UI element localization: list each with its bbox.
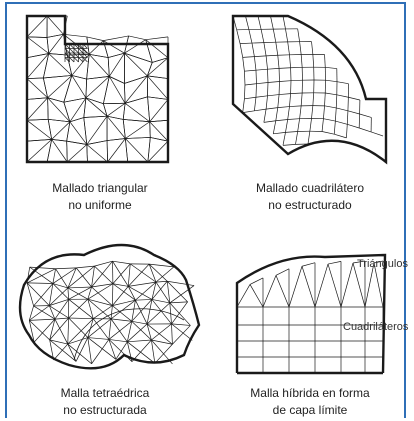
label-cuadrilateros: Cuadriláteros: [343, 321, 409, 333]
caption-quadrilateral: Mallado cuadrilátero no estructurado: [220, 180, 400, 214]
label-triangulos: Triángulos: [357, 258, 408, 270]
caption-tetrahedral-line1: Malla tetraédrica: [60, 386, 150, 400]
caption-hybrid: Malla híbrida en forma de capa límite: [220, 385, 400, 419]
caption-triangular-line2: no uniforme: [68, 198, 132, 212]
hybrid-mesh-diagram: Triángulos Cuadriláteros: [235, 253, 409, 375]
quadrilateral-mesh-diagram: [231, 14, 388, 165]
caption-hybrid-line1: Malla híbrida en forma: [250, 386, 370, 400]
figure-frame: [5, 2, 406, 418]
caption-hybrid-line2: de capa límite: [272, 403, 348, 417]
tetrahedral-mesh-diagram: [18, 243, 201, 370]
caption-quadrilateral-line2: no estructurado: [268, 198, 352, 212]
triangular-mesh-diagram: [25, 14, 170, 164]
caption-tetrahedral-line2: no estructurada: [63, 403, 147, 417]
caption-tetrahedral: Malla tetraédrica no estructurada: [15, 385, 195, 419]
caption-triangular-line1: Mallado triangular: [52, 181, 148, 195]
caption-triangular: Mallado triangular no uniforme: [10, 180, 190, 214]
caption-quadrilateral-line1: Mallado cuadrilátero: [255, 181, 365, 195]
